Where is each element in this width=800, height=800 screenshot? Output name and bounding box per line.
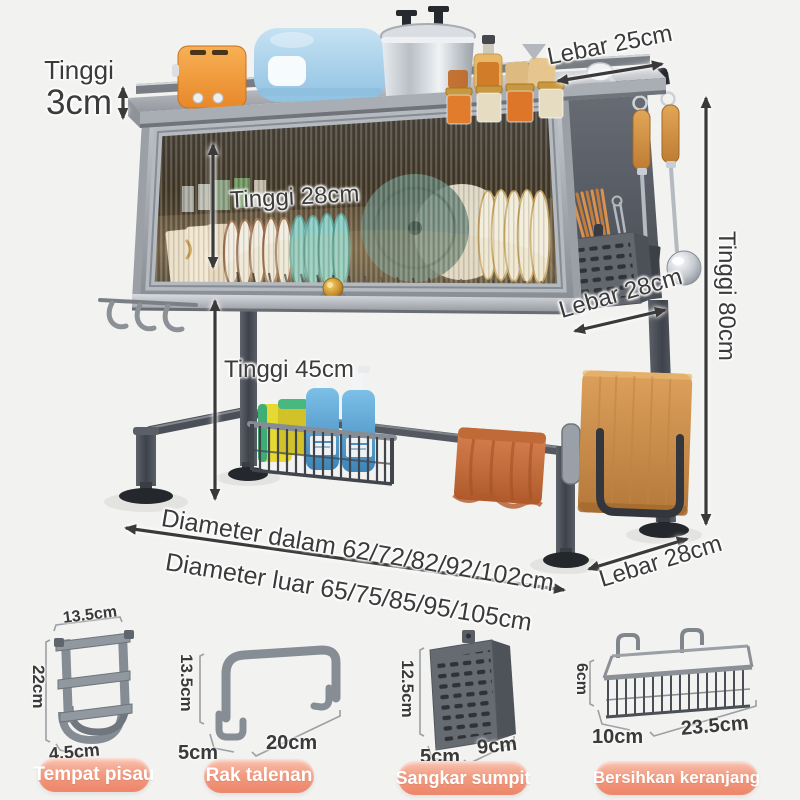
accessory-label-bersihkan-keranjang: Bersihkan keranjang: [593, 761, 760, 795]
chopstick-cage-dim-bottom-right: 9cm: [476, 732, 519, 759]
top-shelf: [128, 6, 666, 128]
ladle-icon: [661, 104, 702, 286]
cabinet-interior: [152, 108, 560, 288]
dim-tinggi-3cm-value: 3cm: [45, 83, 113, 123]
cabinet: [131, 87, 583, 315]
chopstick-cage-illustration: [429, 630, 516, 751]
chopstick-cage-dim-left: 12.5cm: [398, 660, 417, 718]
cleaning-basket-illustration: [602, 628, 754, 719]
cleaning-basket-dim-left: 6cm: [573, 663, 590, 696]
toaster-icon: [172, 45, 247, 109]
board-rack-dim-bottom-right: 20cm: [266, 732, 318, 754]
dim-label-tinggi-45cm: Tinggi 45cm: [224, 356, 354, 383]
accessory-label-sangkar-sumpit: Sangkar sumpit: [395, 761, 531, 795]
dim-tinggi-3cm-word: Tinggi: [44, 55, 114, 85]
board-rack-dim-bottom-left: 5cm: [178, 742, 219, 764]
spice-jars-icon: [445, 70, 565, 125]
cabinet-side-panel: [560, 67, 702, 311]
dimension-arrows: [117, 60, 712, 594]
cutting-board-rack-illustration: [215, 645, 341, 741]
door-knob-icon: [322, 277, 344, 299]
board-rack-dim-left: 13.5cm: [177, 654, 196, 712]
soap-basket: [247, 364, 397, 486]
accessory-label-tempat-pisau: Tempat pisau: [33, 758, 155, 792]
cutting-board: [561, 370, 693, 519]
dim-label-tinggi-3cm: Tinggi 3cm: [30, 56, 128, 122]
cleaning-basket-dim-bottom-left: 10cm: [592, 726, 644, 748]
knife-holder-illustration: [54, 630, 134, 745]
towel: [452, 427, 546, 509]
knife-holder-dim-left: 22cm: [29, 665, 48, 709]
accessory-label-rak-talenan: Rak talenan: [204, 759, 314, 793]
dim-label-tinggi-80cm: Tinggi 80cm: [713, 231, 740, 361]
s-hooks-icon: [98, 298, 198, 333]
base-frame: [119, 298, 689, 568]
dimension-brackets: [45, 616, 757, 765]
rice-cooker-icon: [254, 28, 386, 102]
